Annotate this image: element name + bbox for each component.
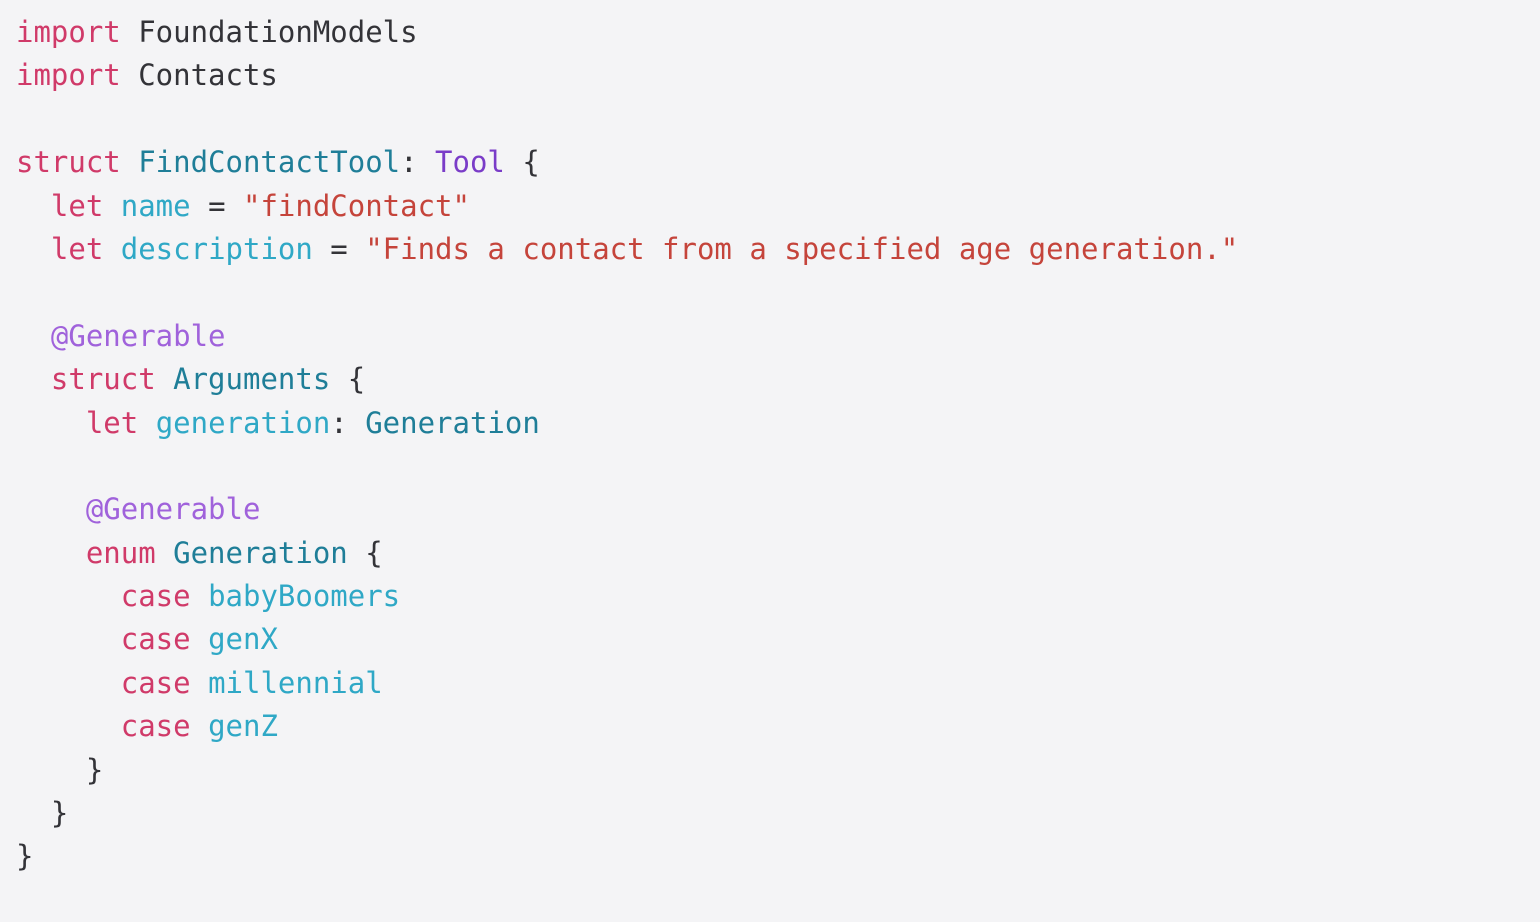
code-line: }	[16, 792, 1524, 835]
token-plain	[16, 492, 86, 526]
token-keyword: let	[16, 405, 156, 440]
token-attribute: @Generable	[50, 318, 226, 353]
code-line: case genZ	[16, 705, 1524, 748]
token-plain: {	[330, 362, 366, 397]
code-line	[16, 98, 1524, 141]
token-plain: }	[16, 752, 104, 787]
token-plain: FoundationModels	[138, 15, 418, 49]
token-plain: {	[504, 145, 540, 180]
code-line: let description = "Finds a contact from …	[16, 228, 1524, 271]
code-line: @Generable	[16, 488, 1524, 531]
token-keyword: struct	[16, 145, 139, 180]
code-line: let generation: Generation	[16, 402, 1524, 445]
token-keyword: import	[16, 58, 139, 93]
code-line: case babyBoomers	[16, 575, 1524, 618]
token-keyword: let	[16, 188, 121, 223]
code-line: import FoundationModels	[16, 11, 1524, 54]
token-keyword: enum	[16, 535, 174, 570]
token-plain: =	[312, 231, 366, 266]
token-keyword: struct	[16, 362, 174, 397]
token-member: name	[120, 188, 191, 223]
token-keyword: import	[16, 15, 139, 49]
token-type: Arguments	[173, 362, 331, 397]
code-line: let name = "findContact"	[16, 185, 1524, 228]
token-member: babyBoomers	[208, 579, 401, 614]
code-line: }	[16, 749, 1524, 792]
token-plain: }	[16, 796, 69, 831]
token-string: "Finds a contact from a specified age ge…	[365, 231, 1239, 266]
token-keyword: case	[16, 709, 209, 744]
code-line: case genX	[16, 618, 1524, 661]
token-plain: :	[400, 145, 436, 180]
token-member: millennial	[208, 665, 383, 700]
token-plain: =	[190, 188, 243, 223]
token-plain	[16, 319, 51, 353]
token-keyword: case	[16, 622, 209, 657]
token-member: genX	[208, 622, 278, 657]
token-member: generation	[155, 405, 331, 440]
token-plain: Contacts	[138, 58, 278, 93]
token-protocol: Tool	[435, 145, 505, 180]
token-type: Generation	[365, 405, 540, 440]
token-plain: }	[16, 839, 34, 874]
token-keyword: case	[16, 579, 209, 614]
token-member: genZ	[208, 709, 278, 744]
token-attribute: @Generable	[85, 492, 261, 527]
token-type: Generation	[173, 535, 348, 570]
code-line: case millennial	[16, 662, 1524, 705]
code-line: @Generable	[16, 315, 1524, 358]
token-member: description	[120, 231, 313, 266]
code-line: enum Generation {	[16, 532, 1524, 575]
token-keyword: case	[16, 665, 209, 700]
code-line: struct FindContactTool: Tool {	[16, 141, 1524, 184]
code-line: import Contacts	[16, 54, 1524, 97]
code-line: }	[16, 835, 1524, 878]
token-plain: {	[347, 535, 383, 570]
token-plain: :	[330, 405, 366, 440]
token-type: FindContactTool	[138, 145, 401, 180]
token-string: "findContact"	[243, 188, 470, 223]
code-line: struct Arguments {	[16, 358, 1524, 401]
code-line	[16, 445, 1524, 488]
token-keyword: let	[16, 231, 121, 266]
code-line	[16, 271, 1524, 314]
